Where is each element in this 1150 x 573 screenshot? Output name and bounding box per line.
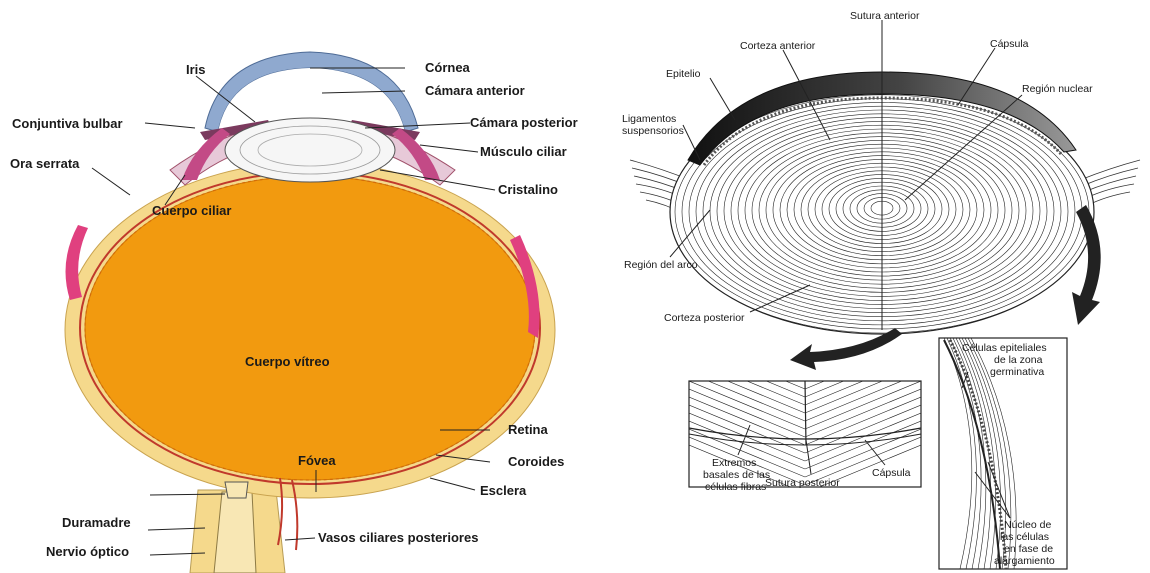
optic-nerve [214, 492, 256, 573]
label-ciliary-body: Cuerpo ciliar [152, 203, 231, 218]
label-optic-nerve: Nervio óptico [46, 544, 129, 559]
label-suspensory-2: suspensorios [622, 125, 684, 137]
label-basal-3: células fibras [705, 481, 766, 493]
label-conjunctiva: Conjuntiva bulbar [12, 116, 123, 131]
eye-cross-section: Iris Córnea Cámara anterior Conjuntiva b… [10, 52, 578, 573]
optic-disc [225, 482, 248, 498]
label-capsule-top: Cápsula [990, 38, 1029, 50]
label-anterior-chamber: Cámara anterior [425, 83, 525, 98]
arrow-to-posterior-detail [790, 328, 902, 370]
label-anterior-suture: Sutura anterior [850, 10, 920, 22]
label-epithelium: Epitelio [666, 68, 701, 80]
label-basal-2: basales de las [703, 469, 770, 481]
label-epi-2: de la zona [994, 354, 1043, 366]
lens-diagram: Sutura anterior Corteza anterior Cápsula… [622, 10, 1140, 370]
label-anterior-cortex: Corteza anterior [740, 40, 816, 52]
label-basal-1: Extremos [712, 457, 756, 469]
label-nuc-3: en fase de [1004, 543, 1053, 555]
label-posterior-suture: Sutura posterior [765, 477, 840, 489]
label-fovea: Fóvea [298, 453, 336, 468]
label-choroid: Coroides [508, 454, 564, 469]
label-nuc-4: alargamiento [994, 555, 1055, 567]
label-arc-region: Región del arco [624, 259, 698, 271]
label-nuc-1: Núcleo de [1004, 519, 1051, 531]
label-cornea: Córnea [425, 60, 471, 75]
label-dura: Duramadre [62, 515, 131, 530]
label-sclera: Esclera [480, 483, 527, 498]
label-capsule-detail: Cápsula [872, 467, 911, 479]
label-iris: Iris [186, 62, 206, 77]
label-suspensory-1: Ligamentos [622, 113, 676, 125]
label-retina: Retina [508, 422, 549, 437]
label-posterior-chamber: Cámara posterior [470, 115, 578, 130]
germinative-zone-detail: Células epiteliales de la zona germinati… [939, 338, 1067, 569]
label-ciliary-muscle: Músculo ciliar [480, 144, 567, 159]
label-ora-serrata: Ora serrata [10, 156, 80, 171]
label-nuc-2: las células [1000, 531, 1049, 543]
label-nuclear-region: Región nuclear [1022, 83, 1093, 95]
label-epi-3: germinativa [990, 366, 1044, 378]
label-posterior-cortex: Corteza posterior [664, 312, 745, 324]
label-epi-1: Células epiteliales [962, 342, 1047, 354]
label-posterior-vessels: Vasos ciliares posteriores [318, 530, 478, 545]
label-vitreous: Cuerpo vítreo [245, 354, 330, 369]
vitreous-body [85, 176, 535, 480]
label-lens: Cristalino [498, 182, 558, 197]
